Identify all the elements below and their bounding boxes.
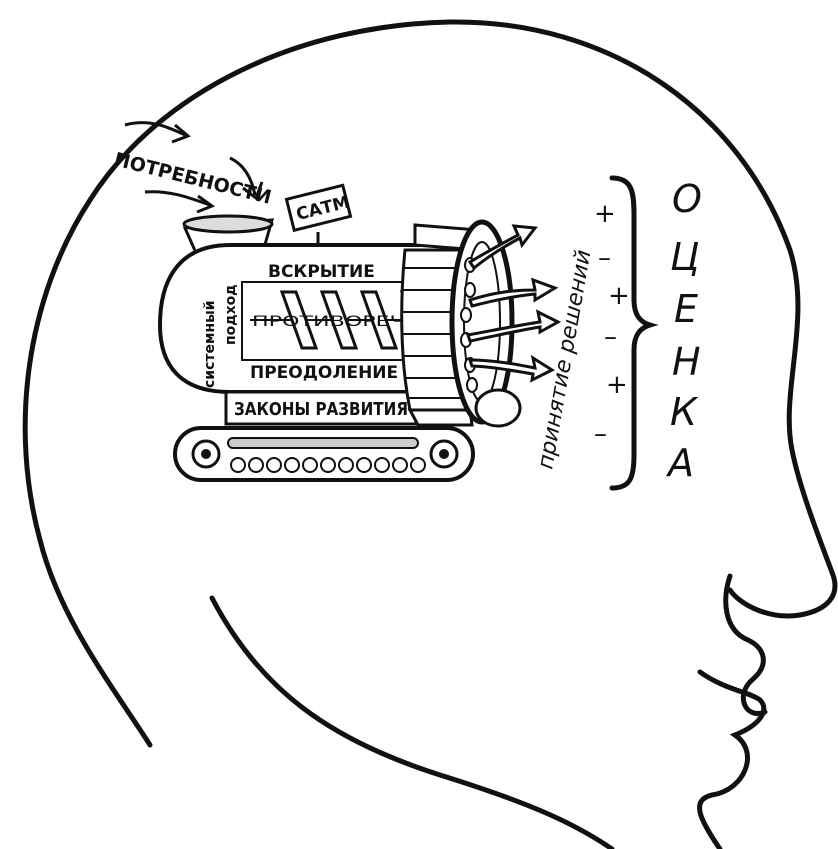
sign-board: САТМ <box>286 185 352 231</box>
evaluation-letter: К <box>670 390 699 434</box>
curly-brace <box>612 178 650 488</box>
evaluation-letter: Е <box>674 287 698 331</box>
evaluation-letter: О <box>672 177 702 221</box>
track-bar <box>228 438 418 448</box>
sign-5: + <box>606 370 628 400</box>
track-rollers <box>231 458 425 472</box>
sign-2: – <box>598 243 611 273</box>
sign-1: + <box>594 199 616 229</box>
decision-label: принятие решений <box>533 248 596 471</box>
rear-wheel <box>476 390 520 426</box>
track-hub <box>439 449 449 459</box>
sign-6: – <box>594 419 607 449</box>
systemic-label: системный <box>202 300 218 388</box>
neck-outline <box>212 598 612 849</box>
sign-4: – <box>604 322 617 352</box>
overcoming-label: ПРЕОДОЛЕНИЕ <box>250 363 398 383</box>
evaluation-letter: Ц <box>670 235 700 279</box>
evaluation-letter: А <box>665 441 694 485</box>
mouth-chin-outline <box>700 672 764 849</box>
approach-label: подход <box>223 284 239 345</box>
evaluation-word: О Ц Е Н К А <box>665 177 702 485</box>
track-hub <box>201 449 211 459</box>
evaluation-letter: Н <box>672 340 701 384</box>
laws-label: ЗАКОНЫ РАЗВИТИЯ <box>234 399 408 420</box>
hopper-rim <box>184 216 272 232</box>
sign-column: + – + – + – <box>594 199 630 449</box>
discovery-label: ВСКРЫТИЕ <box>268 262 375 282</box>
sign-3: + <box>608 281 630 311</box>
